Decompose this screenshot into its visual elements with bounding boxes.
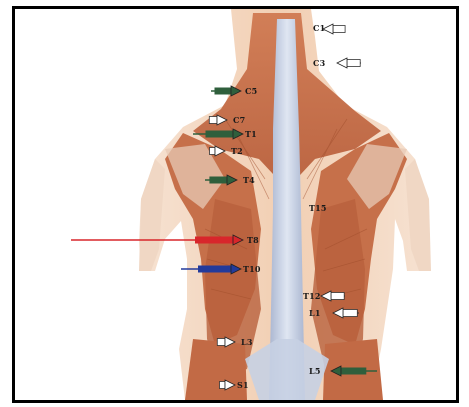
marker-c5: C5 xyxy=(211,86,257,96)
marker-barrel-t2 xyxy=(210,148,216,155)
marker-c1: C1 xyxy=(313,23,345,34)
marker-t4: T4 xyxy=(205,175,255,185)
marker-label-l5: L5 xyxy=(309,366,321,376)
marker-barrel-c3 xyxy=(347,60,360,67)
marker-label-s1: S1 xyxy=(237,380,249,390)
marker-barrel-l1 xyxy=(343,310,357,317)
marker-label-t15: T15 xyxy=(309,203,327,213)
marker-arrowhead-c3 xyxy=(337,58,347,68)
marker-barrel-t8 xyxy=(195,237,233,244)
marker-barrel-t12 xyxy=(331,293,344,300)
marker-label-t8: T8 xyxy=(247,235,259,245)
marker-barrel-l5 xyxy=(341,368,366,375)
marker-barrel-l3 xyxy=(217,339,225,346)
marker-label-t12: T12 xyxy=(303,291,321,301)
marker-barrel-c7 xyxy=(209,117,217,124)
marker-label-t4: T4 xyxy=(243,175,255,185)
marker-barrel-s1 xyxy=(220,382,226,389)
marker-label-c1: C1 xyxy=(313,23,325,33)
marker-barrel-t4 xyxy=(209,177,227,184)
marker-label-l1: L1 xyxy=(309,308,321,318)
marker-c3: C3 xyxy=(313,58,361,68)
marker-barrel-t1 xyxy=(206,131,234,138)
marker-label-t2: T2 xyxy=(231,146,243,156)
back-anatomy-illustration: C1C3C5C7T1T2T4T8T10T12L1L3L5S1 T15 xyxy=(15,9,456,400)
marker-barrel-t10 xyxy=(198,266,231,273)
marker-barrel-c5 xyxy=(215,88,232,95)
marker-label-t1: T1 xyxy=(245,129,257,139)
marker-label-c5: C5 xyxy=(245,86,257,96)
marker-t15: T15 xyxy=(309,203,327,213)
marker-label-c3: C3 xyxy=(313,58,326,68)
marker-label-l3: L3 xyxy=(241,337,253,347)
figure-frame: C1C3C5C7T1T2T4T8T10T12L1L3L5S1 T15 xyxy=(12,6,459,403)
marker-label-c7: C7 xyxy=(233,115,245,125)
marker-barrel-c1 xyxy=(333,26,345,33)
marker-label-t10: T10 xyxy=(243,264,261,274)
